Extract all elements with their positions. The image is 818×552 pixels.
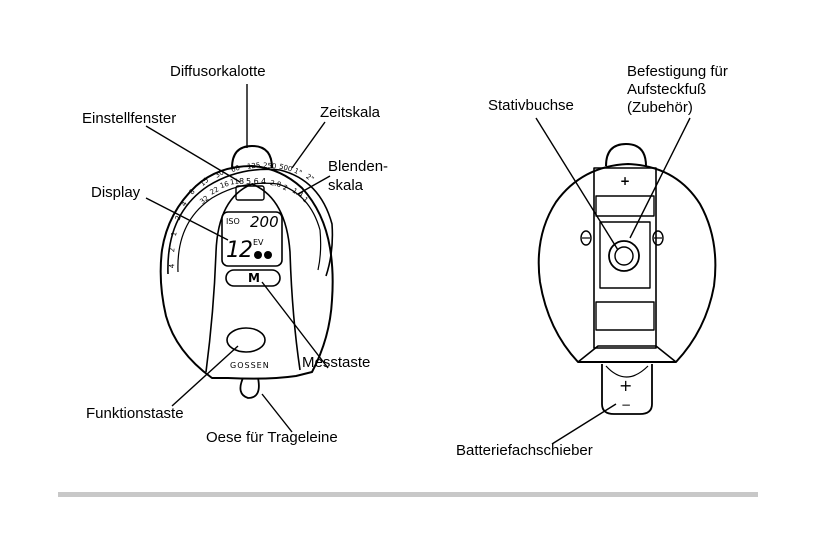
back-dome xyxy=(606,144,646,166)
callout-lines xyxy=(146,84,690,444)
back-center-column xyxy=(594,168,656,348)
time-scale-mark: 250 xyxy=(263,162,277,171)
label-funktionstaste: Funktionstaste xyxy=(86,405,184,423)
function-button-outline xyxy=(227,328,265,352)
plus-screw-mark: + xyxy=(620,174,630,188)
back-lower-plate xyxy=(596,302,654,330)
time-scale-mark: 4 xyxy=(168,264,176,269)
callout-einstellfenster xyxy=(146,126,240,182)
strap-loop xyxy=(240,378,258,398)
label-messtaste: Messtaste xyxy=(302,354,370,372)
aperture-scale-mark: 11 xyxy=(229,177,239,186)
tripod-socket-outer xyxy=(609,241,639,271)
ev-dot-2 xyxy=(264,251,272,259)
callout-zeitskala xyxy=(292,122,325,168)
battery-plus: + xyxy=(619,376,632,395)
callout-stativbuchse xyxy=(536,118,618,250)
ev-dot-1 xyxy=(254,251,262,259)
label-batteriefachschieber: Batteriefachschieber xyxy=(456,442,593,460)
ev-number: 12 xyxy=(226,238,252,263)
aperture-scale-mark: 8 xyxy=(239,177,244,186)
back-body-outline xyxy=(539,164,716,362)
label-befestigung-2: Aufsteckfuß xyxy=(627,81,706,99)
brand-logo: GOSSEN xyxy=(230,361,270,370)
label-blendenskala-1: Blenden- xyxy=(328,158,388,176)
m-button[interactable]: M xyxy=(248,271,260,285)
label-stativbuchse: Stativbuchse xyxy=(488,97,574,115)
bottom-divider xyxy=(58,492,758,497)
time-scale-mark: 2 xyxy=(168,247,176,252)
iso-label: ISO xyxy=(226,217,240,226)
time-scale-mark: 125 xyxy=(247,161,261,170)
label-einstellfenster: Einstellfenster xyxy=(82,110,176,128)
callout-oese xyxy=(262,394,292,432)
iso-value: 200 xyxy=(250,213,279,231)
label-blendenskala-2: skala xyxy=(328,177,363,195)
label-befestigung-3: (Zubehör) xyxy=(627,99,693,117)
aperture-scale-mark: 4 xyxy=(261,177,266,186)
callout-batteriefach xyxy=(552,404,616,444)
label-display: Display xyxy=(91,184,140,202)
callout-funktionstaste xyxy=(172,346,238,406)
label-diffusorkalotte: Diffusorkalotte xyxy=(170,63,266,81)
aperture-scale-mark: 5.6 xyxy=(246,177,259,186)
label-befestigung-1: Befestigung für xyxy=(627,63,728,81)
label-oese: Oese für Trageleine xyxy=(206,429,338,447)
callout-befestigung xyxy=(630,118,690,238)
ev-unit: EV xyxy=(253,238,264,247)
label-zeitskala: Zeitskala xyxy=(320,104,380,122)
battery-minus: − xyxy=(621,398,631,412)
